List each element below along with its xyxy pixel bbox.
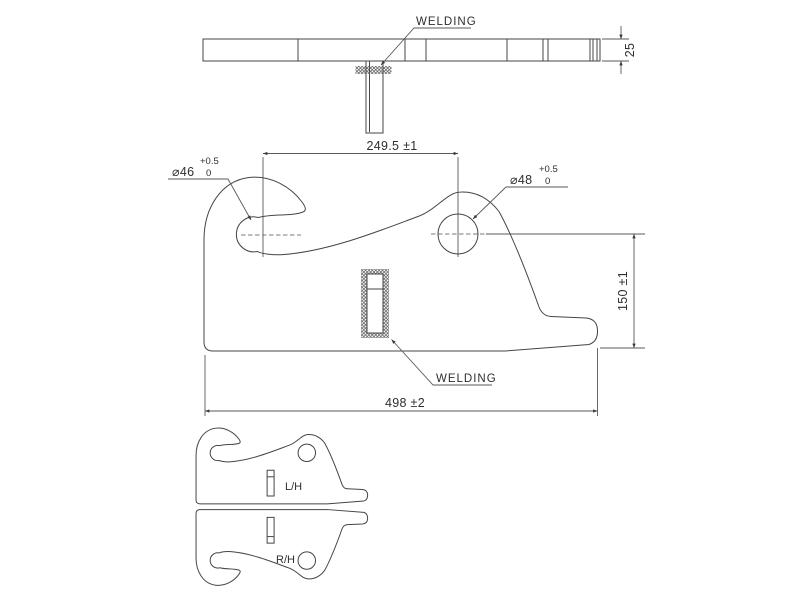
- bar-profile: [203, 39, 600, 61]
- left-hole-dia-text: ⌀46: [172, 165, 194, 179]
- welding-callout-top: WELDING: [380, 16, 477, 66]
- welding-label-top: WELDING: [416, 16, 477, 28]
- rh-view-plate: [195, 509, 368, 586]
- welding-callout-main: WELDING: [391, 339, 497, 386]
- lh-view-plate: [195, 427, 368, 505]
- height-dim-text: 150 ±1: [616, 271, 630, 311]
- top-view: 25 WELDING: [203, 16, 637, 133]
- left-hole-tol-upper: +0.5: [200, 156, 219, 167]
- right-hole-dia-text: ⌀48: [510, 173, 532, 187]
- bar-segment-lines: [298, 39, 597, 61]
- hanger-tab: [366, 61, 383, 133]
- length-dim-text: 498 ±2: [385, 396, 425, 410]
- welding-label-main: WELDING: [436, 373, 497, 385]
- main-view: 249.5 ±1 ⌀46 +0.5 0 ⌀48 +0.5 0 150 ±1 4: [168, 139, 645, 416]
- centerlines: [241, 157, 645, 257]
- height-dimension: 150 ±1: [600, 233, 645, 349]
- length-dimension: 498 ±2: [204, 348, 598, 416]
- detail-views: L/H R/H: [195, 427, 368, 586]
- weld-bead-top: [355, 66, 392, 74]
- left-hole-callout: ⌀46 +0.5 0: [168, 156, 252, 221]
- right-hole-tol-lower: 0: [545, 176, 550, 187]
- hole-spacing-dimension: 249.5 ±1: [262, 139, 459, 156]
- right-hole-callout: ⌀48 +0.5 0: [472, 164, 568, 220]
- lh-view-label: L/H: [285, 481, 302, 493]
- right-hole-tol-upper: +0.5: [539, 164, 558, 175]
- hole-spacing-dim-text: 249.5 ±1: [367, 139, 418, 153]
- rh-view-label: R/H: [276, 554, 295, 566]
- left-hole-tol-lower: 0: [206, 168, 211, 179]
- thickness-dimension: 25: [602, 26, 637, 74]
- thickness-dim-text: 25: [623, 43, 637, 58]
